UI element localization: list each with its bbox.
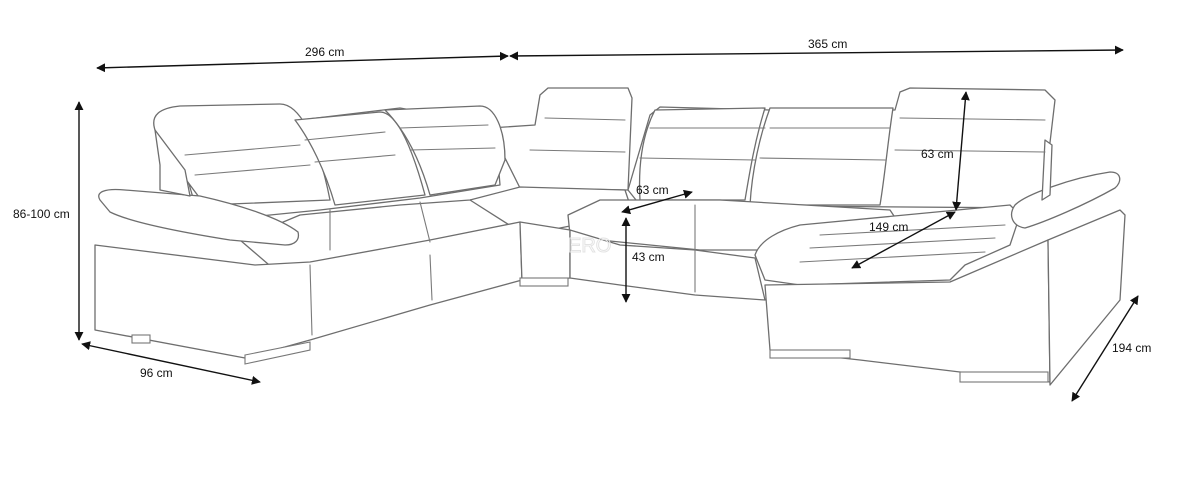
label-right-width: 365 cm bbox=[808, 37, 847, 51]
left-armrest bbox=[98, 188, 300, 246]
dim-left-width-line bbox=[96, 51, 509, 73]
right-armrest bbox=[1011, 171, 1121, 229]
dimension-labels: 296 cm 365 cm 86-100 cm 96 cm 194 cm 63 … bbox=[13, 37, 1151, 380]
dim-left-depth-line bbox=[81, 341, 261, 385]
back-support-right bbox=[1041, 139, 1053, 201]
dim-seat-depth-line bbox=[621, 189, 693, 215]
corner-backrest bbox=[489, 87, 633, 191]
label-seat-depth: 63 cm bbox=[636, 183, 669, 197]
watermark: ERO bbox=[568, 235, 611, 257]
foot bbox=[959, 371, 1049, 383]
foot bbox=[769, 349, 851, 359]
dimension-lines bbox=[74, 45, 1139, 402]
label-right-depth: 194 cm bbox=[1112, 341, 1151, 355]
right-headrest-1 bbox=[638, 107, 766, 201]
label-left-width: 296 cm bbox=[305, 45, 344, 59]
right-headrest-2 bbox=[749, 107, 894, 206]
foot bbox=[131, 334, 151, 344]
corner-base bbox=[519, 221, 571, 283]
dim-right-depth-line bbox=[1071, 295, 1139, 402]
right-base bbox=[569, 229, 766, 301]
left-headrest-3 bbox=[384, 105, 506, 196]
label-headrest-height: 63 cm bbox=[921, 147, 954, 161]
label-chaise-length: 149 cm bbox=[869, 220, 908, 234]
dim-chaise-line bbox=[851, 211, 956, 269]
dim-right-width-line bbox=[509, 45, 1124, 61]
dim-headrest-line bbox=[952, 91, 970, 211]
right-end-base bbox=[1047, 209, 1126, 386]
foot bbox=[519, 277, 569, 287]
label-left-depth: 96 cm bbox=[140, 366, 173, 380]
back-support-left bbox=[154, 129, 191, 197]
label-seat-height: 43 cm bbox=[632, 250, 665, 264]
label-height: 86-100 cm bbox=[13, 207, 70, 221]
